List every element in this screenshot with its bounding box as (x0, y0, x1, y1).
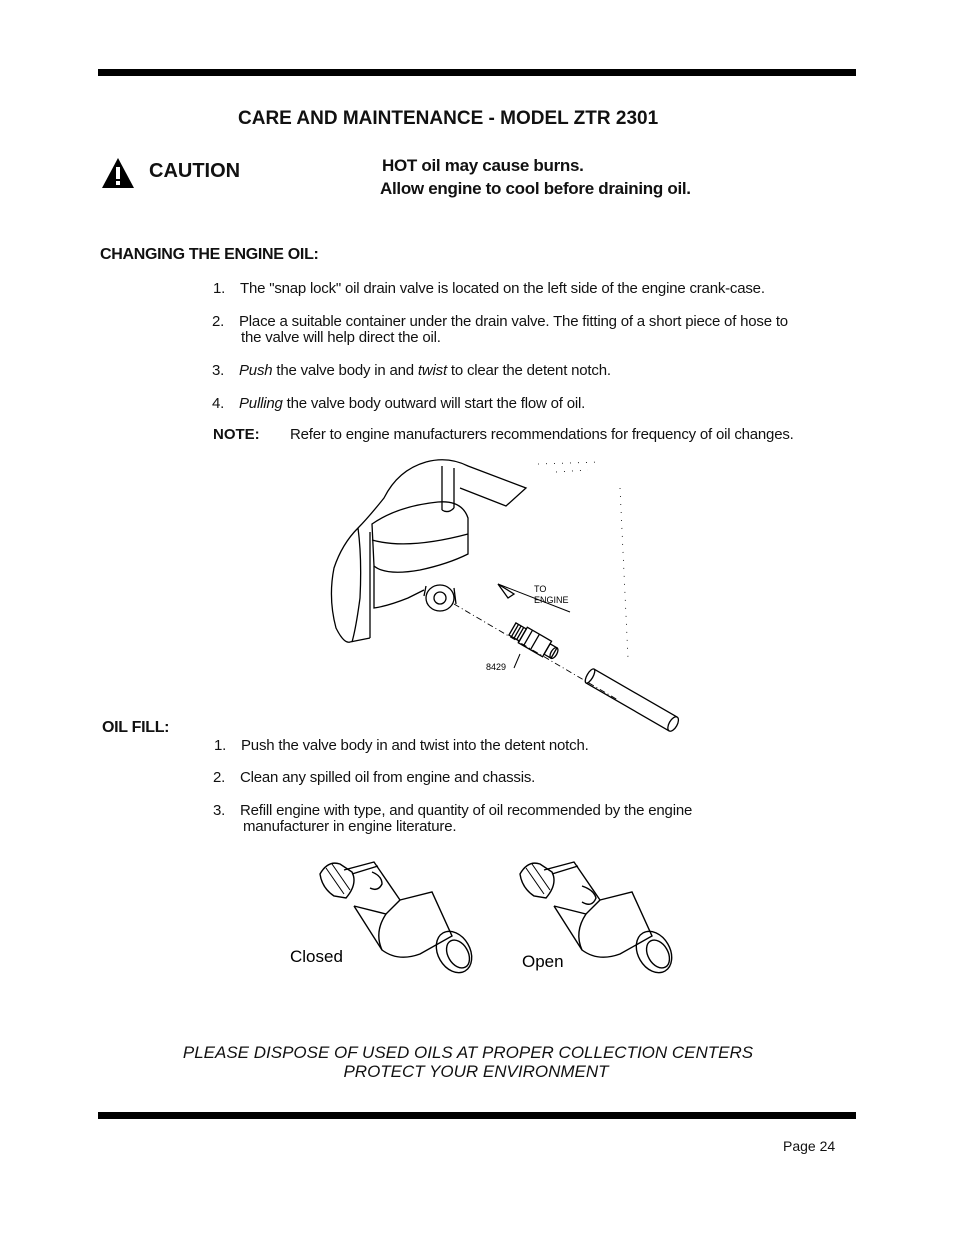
item-text: Clean any spilled oil from engine and ch… (240, 769, 536, 786)
caution-label: CAUTION (149, 160, 241, 182)
diagram-label-to: TO (534, 584, 546, 594)
item-number: 2. (212, 313, 225, 330)
part-number-label: 8429 (486, 662, 506, 672)
item-emphasis: Pulling (239, 395, 283, 412)
item-continuation: manufacturer in engine literature. (243, 818, 457, 835)
diagram-label-engine: ENGINE (534, 595, 569, 605)
item-text: The "snap lock" oil drain valve is locat… (240, 280, 765, 297)
item-text: Place a suitable container under the dra… (239, 313, 788, 330)
item-emphasis: Push (239, 362, 273, 379)
caution-text-line2: Allow engine to cool before draining oil… (380, 179, 691, 198)
section-heading-oil-fill: OIL FILL: (102, 719, 170, 736)
item-number: 1. (214, 737, 227, 754)
footer-line2: PROTECT YOUR ENVIRONMENT (343, 1062, 609, 1081)
page-title: CARE AND MAINTENANCE - MODEL ZTR 2301 (238, 108, 659, 129)
item-number: 3. (212, 362, 225, 379)
note-label: NOTE: (213, 426, 260, 443)
section-heading-changing-oil: CHANGING THE ENGINE OIL: (100, 246, 319, 263)
item-text: the valve body outward will start the fl… (282, 395, 586, 412)
list-item: 4. Pulling the valve body outward will st… (212, 395, 585, 412)
open-valve-icon (519, 861, 673, 974)
closed-label: Closed (290, 947, 343, 966)
bottom-rule (98, 1112, 856, 1119)
item-text: to clear the detent notch. (446, 362, 611, 379)
item-text: Refill engine with type, and quantity of… (240, 802, 693, 819)
list-item: 2. Place a suitable container under the d… (212, 313, 788, 330)
list-item: 3. Refill engine with type, and quantity … (213, 802, 692, 819)
drain-valve-diagram: TO ENGINE 8429 (330, 459, 680, 732)
note-text: Refer to engine manufacturers recommenda… (290, 426, 794, 443)
footer-line1: PLEASE DISPOSE OF USED OILS AT PROPER CO… (182, 1043, 754, 1062)
caution-text-line1: HOT oil may cause burns. (382, 156, 584, 175)
top-rule (98, 69, 856, 76)
list-item: 3. Push the valve body in and twist to cl… (212, 362, 611, 379)
list-item: 1. Push the valve body in and twist into … (214, 737, 589, 754)
item-number: 1. (213, 280, 226, 297)
list-item: 2. Clean any spilled oil from engine and … (213, 769, 535, 786)
valve-positions-diagram: Closed Open (290, 861, 673, 974)
item-text: the valve body in and (272, 362, 418, 379)
item-emphasis: twist (417, 362, 447, 379)
list-item: 1. The "snap lock" oil drain valve is loc… (213, 280, 765, 297)
item-text: Push the valve body in and twist into th… (241, 737, 589, 754)
item-continuation: the valve will help direct the oil. (241, 329, 441, 346)
page-number: Page 24 (783, 1138, 836, 1154)
open-label: Open (522, 952, 564, 971)
closed-valve-icon (319, 861, 473, 974)
item-number: 2. (213, 769, 226, 786)
warning-triangle-icon (102, 158, 134, 188)
item-number: 4. (212, 395, 225, 412)
item-number: 3. (213, 802, 226, 819)
